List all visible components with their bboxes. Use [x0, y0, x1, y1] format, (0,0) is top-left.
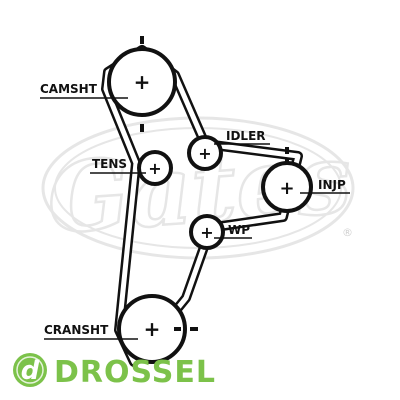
injection-pump-label: INJP: [318, 178, 346, 192]
tensioner-pulley-circle: [137, 150, 173, 186]
crankshaft-pulley-mark: +: [144, 317, 161, 341]
idler-pulley-circle: [187, 135, 223, 171]
injection-pump-timing-mark-2: [285, 159, 289, 165]
tensioner-pulley: +: [137, 150, 173, 186]
idler-pulley: +: [187, 135, 223, 171]
water-pump-pulley: +: [189, 214, 225, 250]
crankshaft-timing-mark-1: [174, 327, 181, 331]
camshaft-timing-mark-2: [140, 124, 144, 132]
crankshaft-callout: CRANSHT: [44, 323, 138, 340]
idler-label: IDLER: [226, 129, 266, 143]
drossel-logo: d DROSSEL: [13, 353, 216, 390]
crankshaft-label: CRANSHT: [44, 323, 109, 337]
tensioner-label: TENS: [92, 157, 127, 171]
drossel-brand-name: DROSSEL: [54, 355, 216, 390]
drossel-logo-letter: d: [21, 356, 40, 386]
idler-callout: IDLER: [214, 129, 270, 145]
crankshaft-pulley: +: [117, 294, 198, 364]
camshaft-pulley-mark: +: [134, 70, 151, 94]
tensioner-callout: TENS: [90, 157, 146, 174]
watermark-registered-mark: ®: [342, 226, 353, 239]
injection-pump-callout: INJP: [300, 178, 350, 194]
injection-pump-timing-mark-1: [285, 147, 289, 154]
crankshaft-pulley-circle: [117, 294, 187, 364]
crankshaft-timing-mark-2: [190, 327, 198, 331]
camshaft-callout: CAMSHT: [40, 82, 128, 99]
water-pump-label: WP: [228, 223, 250, 237]
water-pump-callout: WP: [214, 223, 252, 239]
camshaft-timing-mark-1: [140, 36, 144, 44]
drossel-logo-badge-ring: [16, 356, 44, 384]
drossel-logo-badge: [13, 353, 47, 387]
idler-pulley-mark: +: [198, 144, 211, 163]
injection-pump-pulley: +: [261, 147, 313, 213]
water-pump-pulley-mark: +: [200, 223, 213, 242]
tensioner-pulley-mark: +: [148, 159, 161, 178]
camshaft-label: CAMSHT: [40, 82, 98, 96]
injection-pump-pulley-mark: +: [279, 178, 294, 199]
water-pump-pulley-circle: [189, 214, 225, 250]
